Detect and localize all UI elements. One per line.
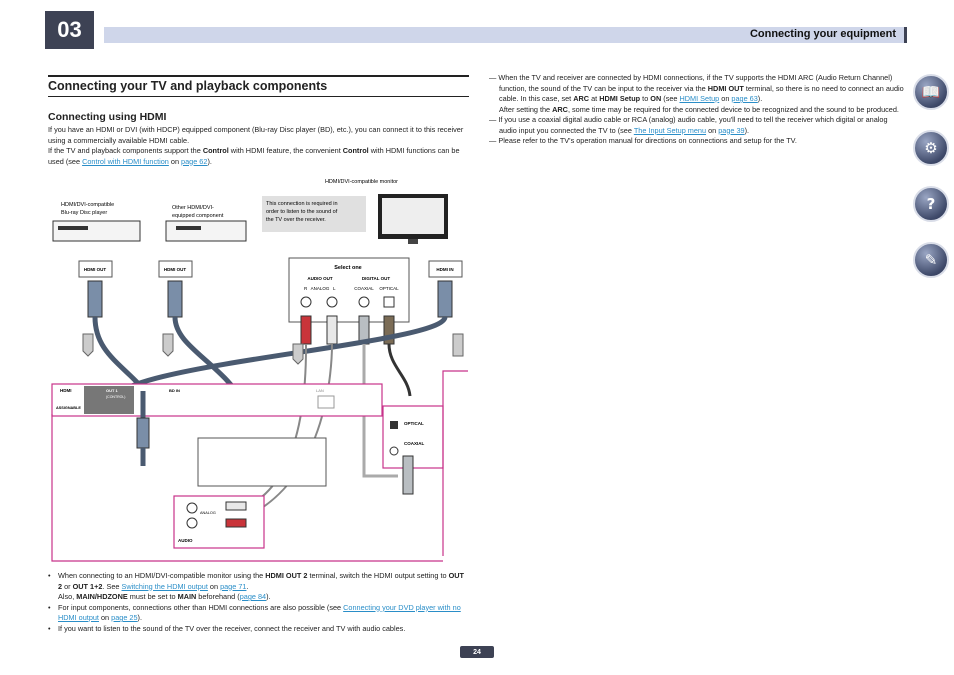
- link-page-39[interactable]: page 39: [718, 125, 745, 135]
- subsection-title: Connecting using HDMI: [48, 111, 167, 123]
- note-line-1: This connection is required in: [266, 201, 338, 207]
- svg-text:DIGITAL OUT: DIGITAL OUT: [362, 276, 391, 281]
- svg-text:(CONTROL): (CONTROL): [106, 395, 125, 399]
- settings-icon[interactable]: ✎: [913, 242, 949, 278]
- bullet-hdmi-out2: When connecting to an HDMI/DVI-compatibl…: [48, 571, 468, 603]
- svg-text:ANALOG: ANALOG: [311, 286, 330, 291]
- chapter-number: 03: [45, 11, 94, 49]
- hdmi-in-tag: [428, 260, 463, 278]
- svg-text:AUDIO OUT: AUDIO OUT: [307, 276, 333, 281]
- link-dvd-player[interactable]: Connecting your DVD player with no HDMI …: [58, 602, 461, 623]
- svg-text:COAXIAL: COAXIAL: [404, 441, 425, 446]
- svg-text:AUDIO: AUDIO: [178, 538, 193, 543]
- other-component: [165, 220, 247, 242]
- receiver-rear: [197, 437, 327, 487]
- link-page-63[interactable]: page 63: [731, 94, 758, 103]
- connection-diagram-svg: HDMI/DVI-compatible monitor HDMI/DVI-com…: [51, 179, 468, 562]
- tv-audio-panel: [288, 257, 410, 323]
- link-page-25[interactable]: page 25: [111, 613, 138, 622]
- svg-text:BD IN: BD IN: [169, 388, 180, 393]
- link-page-62[interactable]: page 62: [181, 156, 208, 166]
- note-line-3: the TV over the receiver.: [266, 217, 326, 223]
- help-icon[interactable]: ?: [913, 186, 949, 222]
- connection-diagram: HDMI/DVI-compatible monitor HDMI/DVI-com…: [48, 176, 468, 566]
- link-control-hdmi[interactable]: Control with HDMI function: [82, 156, 169, 166]
- monitor-stand: [408, 239, 418, 244]
- hdmi-out-block: [84, 386, 134, 414]
- select-one-label: Select one: [334, 265, 362, 271]
- section-rule-bottom: [48, 96, 469, 97]
- svg-text:HDMI OUT: HDMI OUT: [164, 267, 186, 272]
- section-rule-top: [48, 75, 469, 77]
- hdmi-out-tag-1: [78, 260, 113, 278]
- intro-text: If you have an HDMI or DVI (with HDCP) e…: [48, 125, 468, 167]
- notes-column: — When the TV and receiver are connected…: [489, 73, 907, 147]
- bd-label-2: Blu-ray Disc player: [61, 210, 107, 216]
- svg-text:R: R: [304, 286, 308, 291]
- bd-player: [52, 220, 141, 242]
- other-label-2: equipped component: [172, 213, 224, 219]
- link-page-71[interactable]: page 71: [220, 581, 247, 591]
- svg-text:HDMI: HDMI: [60, 388, 72, 393]
- svg-text:L: L: [333, 286, 336, 291]
- svg-text:ASSIGNABLE: ASSIGNABLE: [56, 406, 81, 410]
- note-arc: — When the TV and receiver are connected…: [489, 73, 904, 103]
- intro-paragraph-1: If you have an HDMI or DVI (with HDCP) e…: [48, 125, 464, 145]
- monitor-label: HDMI/DVI-compatible monitor: [325, 179, 398, 185]
- hdmi-plug-1: [87, 280, 103, 318]
- note-tv-manual: — Please refer to the TV's operation man…: [489, 136, 797, 145]
- hdmi-plug-3: [437, 280, 453, 318]
- bd-label-1: HDMI/DVI-compatible: [61, 202, 114, 208]
- svg-text:LAN: LAN: [316, 388, 324, 393]
- header-bar: Connecting your equipment: [104, 27, 907, 43]
- svg-text:OUT 1: OUT 1: [106, 388, 119, 393]
- note-box: [262, 196, 366, 232]
- link-hdmi-setup[interactable]: HDMI Setup: [679, 94, 720, 103]
- svg-text:HDMI IN: HDMI IN: [436, 267, 453, 272]
- hdmi-out-tag-2: [158, 260, 193, 278]
- page-number: 24: [460, 646, 494, 658]
- intro-paragraph-2: If the TV and playback components suppor…: [48, 146, 460, 166]
- book-icon[interactable]: 📖: [913, 74, 949, 110]
- note-arc-continued: After setting the ARC, some time may be …: [499, 104, 899, 114]
- svg-text:COAXIAL: COAXIAL: [354, 286, 374, 291]
- section-title: Connecting your TV and playback componen…: [48, 79, 328, 93]
- note-coaxial: — If you use a coaxial digital audio cab…: [489, 115, 888, 135]
- svg-text:OPTICAL: OPTICAL: [379, 286, 399, 291]
- link-page-84[interactable]: page 84: [239, 592, 267, 601]
- svg-text:HDMI OUT: HDMI OUT: [84, 267, 106, 272]
- note-line-2: order to listen to the sound of: [266, 209, 338, 215]
- remote-icon[interactable]: ⚙: [913, 130, 949, 166]
- svg-text:OPTICAL: OPTICAL: [404, 421, 424, 426]
- svg-text:ANALOG: ANALOG: [200, 511, 216, 515]
- monitor-screen: [382, 198, 444, 234]
- other-label-1: Other HDMI/DVI-: [172, 205, 214, 211]
- header-title: Connecting your equipment: [749, 28, 896, 40]
- hdmi-plug-2: [167, 280, 183, 318]
- bullet-list: When connecting to an HDMI/DVI-compatibl…: [48, 571, 468, 634]
- bullet-input-components: For input components, connections other …: [48, 603, 468, 624]
- link-switching-hdmi[interactable]: Switching the HDMI output: [121, 581, 208, 591]
- link-input-setup[interactable]: The Input Setup menu: [633, 125, 707, 135]
- bullet-tv-sound: If you want to listen to the sound of th…: [48, 624, 468, 635]
